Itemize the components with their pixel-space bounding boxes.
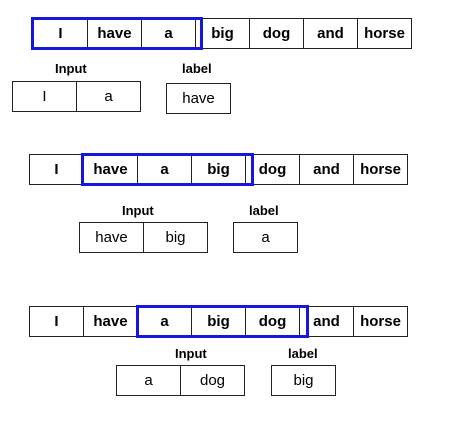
input-word-1: have: [79, 222, 144, 253]
label-box: big: [271, 365, 336, 396]
context-window: [31, 17, 203, 50]
label-caption: label: [288, 346, 318, 361]
input-word-1: a: [116, 365, 181, 396]
token-6: and: [303, 18, 358, 49]
input-word-2: big: [143, 222, 208, 253]
label-box: have: [166, 83, 231, 114]
token-7: horse: [353, 154, 408, 185]
input-caption: Input: [122, 203, 154, 218]
input-boxes: a dog: [116, 365, 245, 396]
context-window: [81, 153, 254, 186]
input-word-1: I: [12, 81, 77, 112]
label-caption: label: [182, 61, 212, 76]
input-caption: Input: [175, 346, 207, 361]
input-caption: Input: [55, 61, 87, 76]
label-word: a: [233, 222, 298, 253]
label-word: big: [271, 365, 336, 396]
token-7: horse: [353, 306, 408, 337]
label-box: a: [233, 222, 298, 253]
token-4: big: [195, 18, 250, 49]
input-boxes: have big: [79, 222, 208, 253]
token-5: dog: [249, 18, 304, 49]
input-word-2: a: [76, 81, 141, 112]
token-1: I: [29, 154, 84, 185]
token-2: have: [83, 306, 138, 337]
label-caption: label: [249, 203, 279, 218]
token-1: I: [29, 306, 84, 337]
token-7: horse: [357, 18, 412, 49]
input-word-2: dog: [180, 365, 245, 396]
input-boxes: I a: [12, 81, 141, 112]
token-6: and: [299, 154, 354, 185]
label-word: have: [166, 83, 231, 114]
context-window: [136, 305, 309, 338]
sentence-row: I have a big dog and horse: [33, 18, 412, 49]
sentence-row: I have a big dog and horse: [29, 154, 408, 185]
